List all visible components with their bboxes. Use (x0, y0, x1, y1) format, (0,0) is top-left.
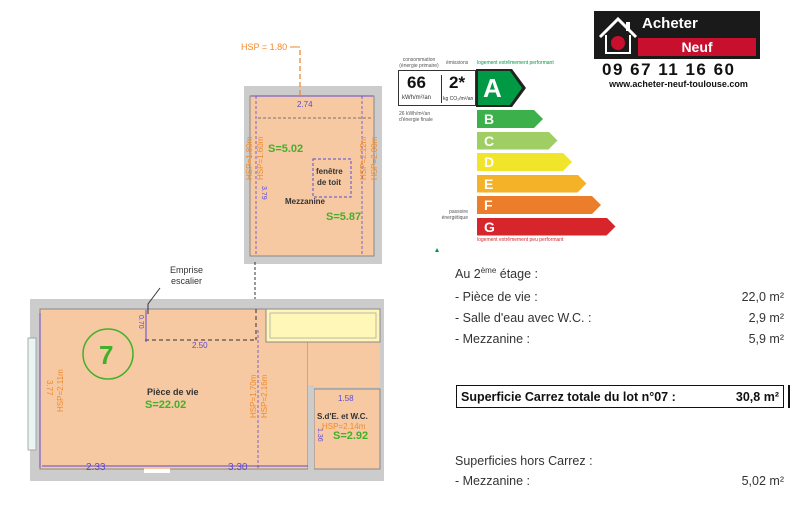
energy-class-e: E (477, 175, 587, 193)
dim-330: 3.30 (228, 462, 248, 473)
conso-value: 66 (407, 73, 426, 92)
dim-250: 2.50 (192, 341, 208, 350)
energy-class-c: C (477, 132, 558, 150)
energy-header-emissions: émissions (446, 60, 469, 66)
website-link[interactable]: www.acheter-neuf-toulouse.com (609, 79, 748, 89)
brand-line2: Neuf Toulouse.com (638, 38, 756, 73)
hsp-211: HSP=2.11m (56, 369, 65, 412)
dim-233: 2.33 (86, 462, 106, 473)
roof-window-label-1: fenêtre (316, 167, 343, 176)
emission-value: 2* (449, 73, 466, 92)
roof-window (312, 158, 352, 198)
dim-070: 0.70 (137, 315, 144, 329)
hors-mezz-value: 5,02 m² (741, 474, 784, 488)
passoire-note: passoire énergétique (441, 209, 468, 221)
total-value: 30,8 m² (735, 390, 779, 404)
floor-plan: HSP = 1.80 2.74 3.79 HSP=1.80m HSP=1.60m… (27, 42, 384, 481)
energy-class-a-highlight: A (476, 69, 526, 107)
brand-logo[interactable]: Acheter Neuf Toulouse.com (594, 11, 760, 73)
dim-mezz-width: 2.74 (297, 100, 313, 109)
floor-label: Au 2ème étage : (455, 266, 538, 282)
living-room-floor (39, 308, 309, 470)
energy-class-b: B (477, 110, 543, 128)
dim-377: 3.77 (45, 380, 54, 396)
hors-carrez-label: Superficies hors Carrez : (455, 454, 593, 468)
energy-class-d: D (477, 153, 572, 171)
lot-number-circle (82, 328, 134, 380)
yellow-storage (265, 308, 381, 343)
energy-class-f: F (477, 196, 601, 214)
total-box: Superficie Carrez totale du lot n°07 : 3… (456, 385, 784, 408)
emission-unit: kg CO₂/m²/an (443, 96, 474, 102)
bathroom-surface: S=2.92 (333, 430, 368, 442)
total-label: Superficie Carrez totale du lot n°07 : (461, 390, 676, 404)
roof-window-label-2: de toit (317, 178, 341, 187)
triangle-marker (435, 248, 439, 252)
dim-158: 1.58 (338, 394, 354, 403)
mezz-hsp-right-a: HSP=2.12m (359, 136, 368, 180)
mezz-surface-1: S=5.02 (268, 143, 303, 155)
energy-header-conso: consommation (énergie primaire) (399, 57, 439, 69)
hsp-216: HSP=2.16m (260, 374, 269, 418)
row-bath-value: 2,9 m² (748, 311, 784, 325)
mezz-hsp-left-a: HSP=1.80m (245, 136, 254, 180)
bathroom-label: S.d'E. et W.C. (317, 412, 368, 421)
energy-bottom-note: logement extrêmement peu performant (477, 237, 564, 243)
dim-136: 1.36 (316, 428, 323, 442)
mezzanine-floor (249, 95, 375, 257)
mezz-surface-2: S=5.87 (326, 211, 361, 223)
brand-line1: Acheter (642, 15, 698, 32)
mezzanine-room-label: Mezzanine (285, 197, 326, 206)
row-living-value: 22,0 m² (741, 290, 784, 304)
energy-top-note: logement extrêmement performant (477, 60, 554, 66)
dim-mezz-left: 3.79 (260, 186, 267, 200)
house-icon (598, 16, 638, 54)
hsp-top-label: HSP = 1.80 (241, 42, 287, 52)
row-living-label: - Pièce de vie : (455, 290, 538, 304)
final-energy-note: 26 kWh/m²/an d'énergie finale (399, 111, 433, 123)
row-mezz-label: - Mezzanine : (455, 332, 531, 346)
bathroom-hsp: HSP=2.14m (322, 422, 366, 431)
conso-unit: kWh/m²/an (402, 95, 432, 101)
stair-label-1: Emprise (170, 265, 203, 275)
phone-number[interactable]: 09 67 11 16 60 (602, 60, 736, 79)
living-room-label: Pièce de vie (147, 387, 199, 397)
hors-mezz-label: - Mezzanine : (455, 474, 531, 488)
energy-class-g: G (477, 218, 616, 236)
mezz-hsp-right-b: HSP=2.00m (370, 136, 379, 180)
lot-number: 7 (99, 340, 113, 370)
energy-value-box: 66 kWh/m²/an 2* kg CO₂/m²/an (398, 70, 476, 106)
hsp-170: HSP=1.70m (249, 374, 258, 418)
total-box-tick (788, 385, 790, 408)
row-mezz-value: 5,9 m² (748, 332, 784, 346)
living-room-surface: S=22.02 (145, 399, 186, 411)
mezz-hsp-left-b: HSP=1.60m (256, 136, 265, 180)
row-bath-label: - Salle d'eau avec W.C. : (455, 311, 592, 325)
stair-label-2: escalier (171, 276, 202, 286)
